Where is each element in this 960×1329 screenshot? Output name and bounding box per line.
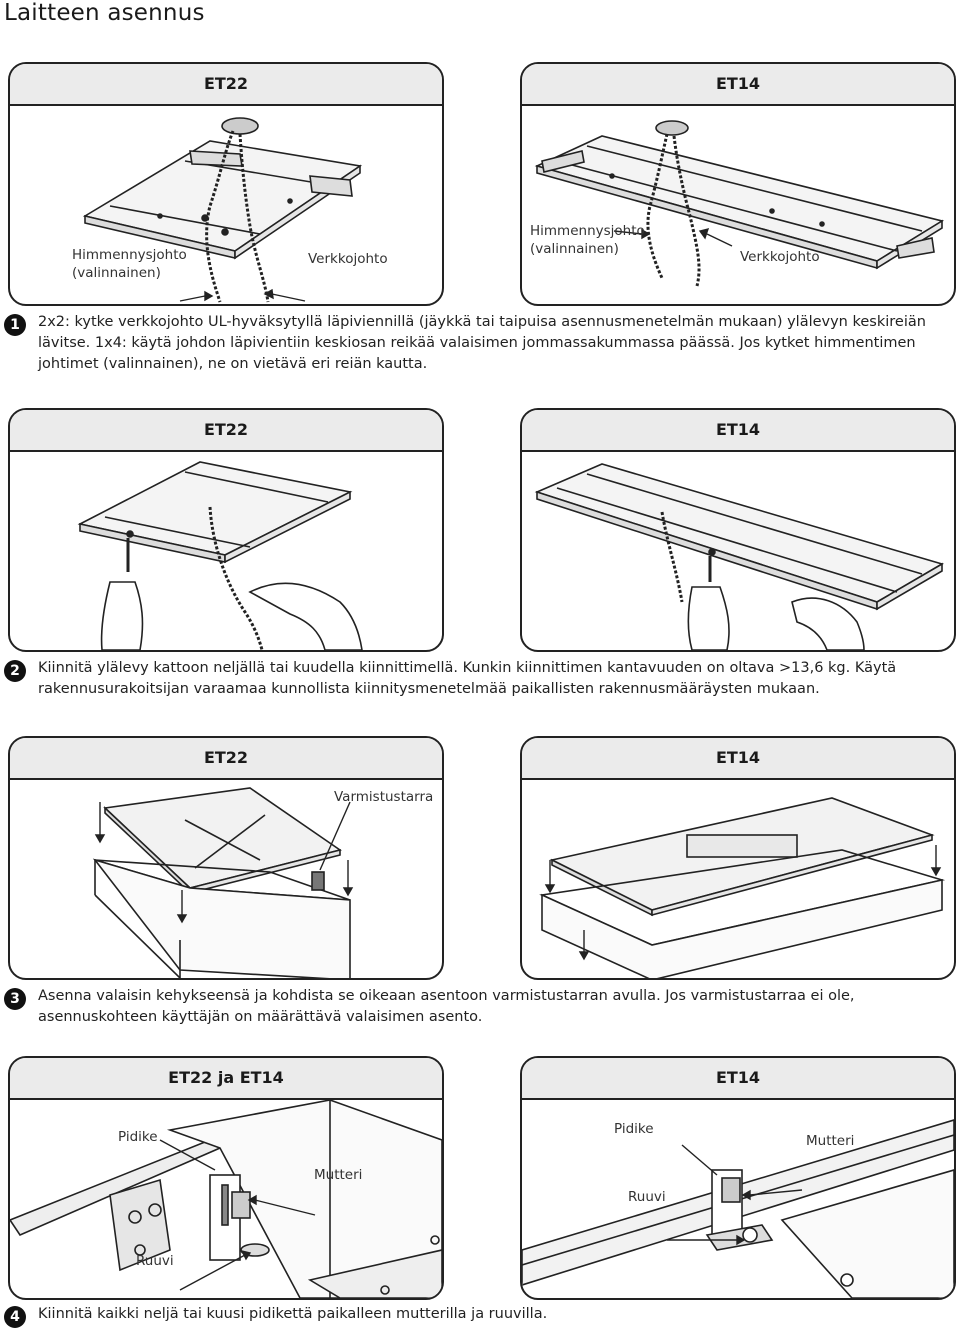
panel-header-label: ET22 [203,748,249,767]
panel-header: ET22 [10,410,442,452]
panel-s3-et14: ET14 [520,736,956,980]
et14-mounting-illustration [534,463,945,650]
panel-header-label: ET14 [715,74,761,93]
label-nut: Mutteri [314,1167,363,1183]
panel-header: ET14 [522,1058,954,1100]
panel-header-label: ET14 [715,748,761,767]
label-screw: Ruuvi [136,1253,174,1269]
step-number-badge: 3 [4,988,26,1010]
clip-detail-illustration [10,1100,442,1298]
panel-header-label: ET22 [203,420,249,439]
label-nut: Mutteri [806,1133,855,1149]
panel-header-label: ET22 [203,74,249,93]
label-mains-wire: Verkkojohto [308,251,388,267]
panel-header-label: ET14 [715,420,761,439]
label-clip: Pidike [614,1121,654,1137]
et22-frame-illustration [92,787,354,978]
step-number-badge: 2 [4,660,26,682]
panel-header-label: ET14 [715,1068,761,1087]
panel-s4-et14: ET14 Pidike Mutteri Ruuvi [520,1056,956,1300]
panel-s4-et22-et14: ET22 ja ET14 Pidike Mutteri Ruuvi [8,1056,444,1300]
et14-wiring-illustration [534,120,945,287]
step-number-badge: 4 [4,1306,26,1328]
panel-s3-et22: ET22 Varmistustarra [8,736,444,980]
et14-frame-illustration [539,797,946,978]
panel-header: ET14 [522,738,954,780]
clip-detail-illustration-et14 [522,1119,954,1298]
label-mains-wire: Verkkojohto [740,249,820,265]
label-dimmer-wire: Himmennysjohto (valinnainen) [72,247,187,281]
panel-header: ET22 ja ET14 [10,1058,442,1100]
panel-header: ET14 [522,410,954,452]
label-screw: Ruuvi [628,1189,666,1205]
et22-mounting-illustration [77,461,363,650]
panel-header: ET14 [522,64,954,106]
step-text: Kiinnitä ylälevy kattoon neljällä tai ku… [38,660,897,697]
panel-header: ET22 [10,738,442,780]
step-text: 2x2: kytke verkkojohto UL-hyväksytyllä l… [38,314,926,372]
label-dimmer-wire: Himmennysjohto (valinnainen) [530,223,645,257]
panel-s1-et22: ET22 Himmennysjohto (valinnainen) Verkko… [8,62,444,306]
step-text: Asenna valaisin kehykseensä ja kohdista … [38,988,855,1025]
panel-header-label: ET22 ja ET14 [168,1068,284,1087]
label-alignment-tab: Varmistustarra [334,789,434,805]
label-clip: Pidike [118,1129,158,1145]
panel-s2-et14: ET14 [520,408,956,652]
step-number-badge: 1 [4,314,26,336]
step-text: Kiinnitä kaikki neljä tai kuusi pidikett… [38,1306,548,1322]
panel-s1-et14: ET14 Himmennysjohto (valinnainen) Verkko… [520,62,956,306]
panel-s2-et22: ET22 [8,408,444,652]
page-title: Laitteen asennus [4,0,205,26]
panel-header: ET22 [10,64,442,106]
et22-wiring-illustration [82,117,363,303]
